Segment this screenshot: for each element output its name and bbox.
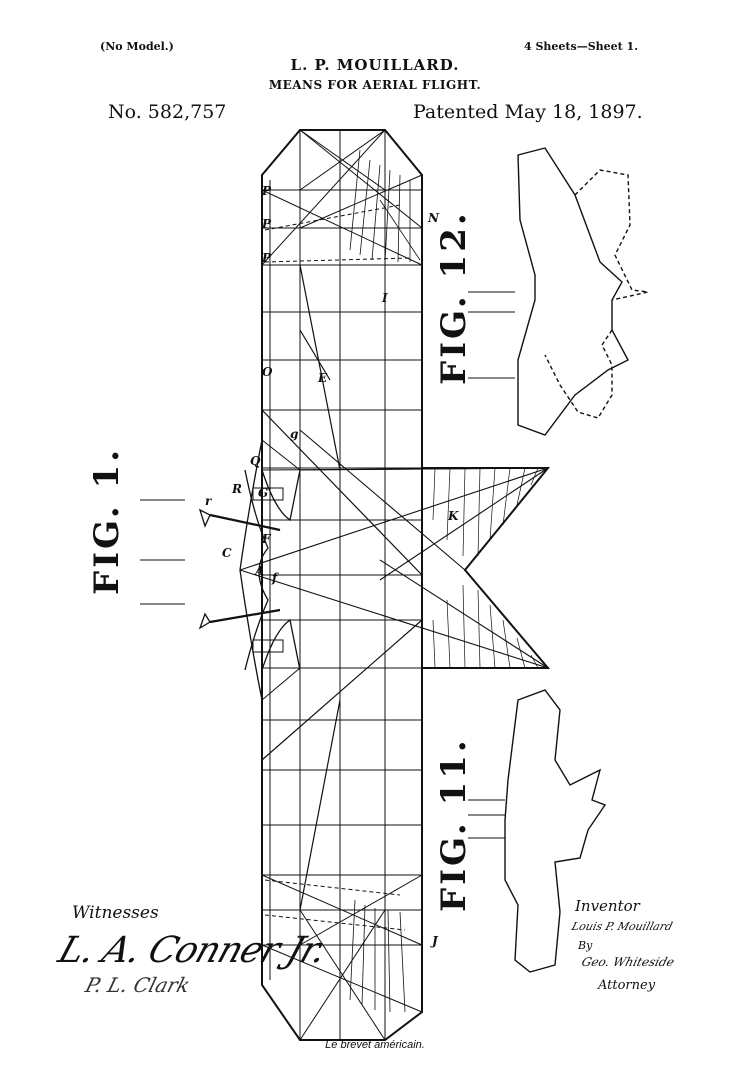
ref-letter-q: Q — [250, 454, 261, 468]
fig-11-label: FIG. 11. — [434, 737, 474, 912]
by-label: By — [578, 939, 593, 952]
fig-1-label: FIG. 1. — [87, 447, 127, 595]
ref-letter-p3: P — [261, 251, 272, 265]
inventor-signature: Louis P. Mouillard — [570, 920, 674, 933]
attorney-signature: Geo. Whiteside — [580, 955, 676, 969]
fig-12-drawing — [468, 147, 649, 436]
no-model-note: (No Model.) — [100, 40, 174, 53]
witness-2-signature: P. L. Clark — [82, 973, 193, 997]
ref-letter-o: O — [262, 365, 273, 379]
witnesses-label: Witnesses — [72, 903, 159, 923]
ref-letter-f: F — [261, 532, 272, 546]
ref-letter-e: E — [317, 371, 328, 385]
fig-1-leader-lines — [140, 499, 185, 605]
patent-title: MEANS FOR AERIAL FLIGHT. — [268, 78, 482, 92]
sheet-count: 4 Sheets—Sheet 1. — [524, 40, 639, 53]
ref-letter-p1: P — [261, 184, 272, 198]
witness-1-signature: L. A. Conner Jr. — [53, 930, 332, 971]
reference-letters: P P P O Q R r C F f A G g E I K N J — [205, 184, 459, 948]
fig-12-label: FIG. 12. — [434, 210, 474, 385]
ref-letter-k: K — [447, 509, 459, 523]
ref-letter-c: C — [222, 546, 232, 560]
ref-letter-g: G — [258, 486, 268, 500]
patent-date: Patented May 18, 1897. — [413, 101, 643, 123]
ref-letter-f-small: f — [271, 571, 279, 585]
ref-letter-r-small: r — [205, 494, 213, 508]
fig-11-drawing — [468, 689, 607, 973]
attorney-label: Attorney — [598, 978, 656, 993]
ref-letter-r: R — [231, 482, 242, 496]
patent-number: No. 582,757 — [108, 101, 227, 123]
ref-letter-p2: P — [261, 217, 272, 231]
inventor-name: L. P. MOUILLARD. — [290, 56, 460, 74]
ref-letter-i: I — [381, 291, 388, 305]
inventor-label: Inventor — [575, 897, 640, 915]
tail-surface-drawing — [239, 429, 551, 669]
image-caption: Le brevet américain. — [325, 1039, 425, 1051]
ref-letter-a: A — [254, 564, 264, 578]
ref-letter-n: N — [427, 211, 440, 225]
ref-letter-j: J — [430, 934, 439, 948]
body-frame-drawing — [198, 439, 301, 701]
ref-letter-g-small: g — [290, 427, 298, 441]
